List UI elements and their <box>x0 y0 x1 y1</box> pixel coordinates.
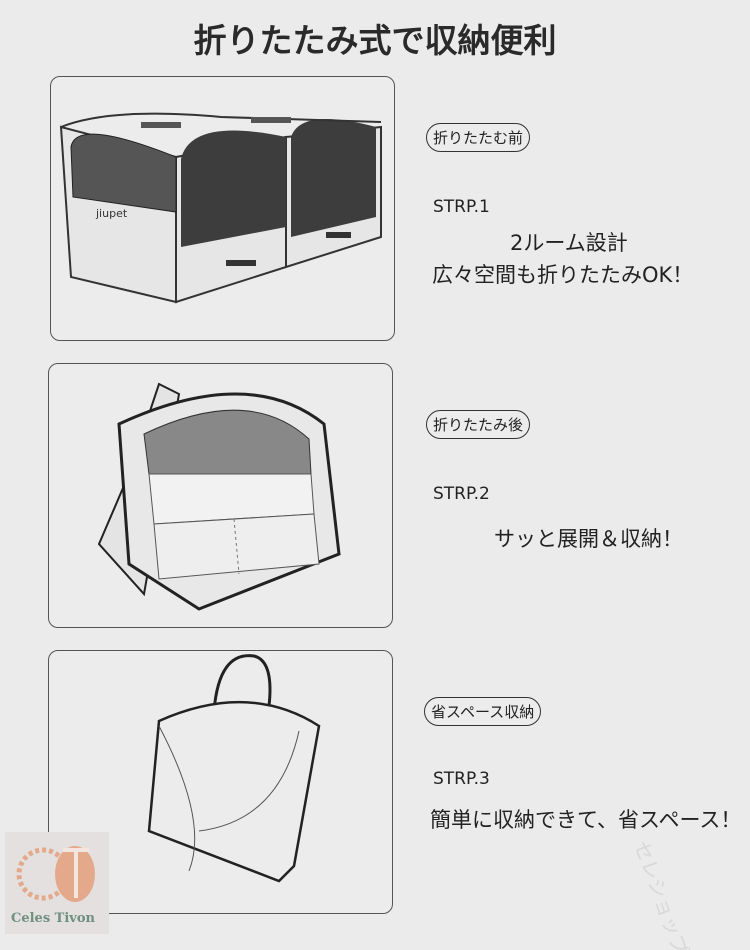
badge-after-folding: 折りたたみ後 <box>426 410 531 439</box>
step-label: STRP.3 <box>433 769 490 789</box>
badge-before-folding: 折りたたむ前 <box>426 123 531 152</box>
watermark: セレショップ <box>629 837 693 950</box>
brand-label: jiupet <box>95 207 128 220</box>
two-room-carrier-illustration: jiupet <box>59 112 382 304</box>
step-description: 2ルーム設計 <box>510 231 628 255</box>
logo-text: Celes Tivon <box>11 911 95 926</box>
folded-carrier-image <box>48 363 393 628</box>
step-description: サッと展開＆収納！ <box>494 527 683 551</box>
step-description: 広々空間も折りたたみOK！ <box>432 263 694 287</box>
unfolded-carrier-image: jiupet <box>50 76 395 341</box>
folded-carrier-illustration <box>97 382 341 611</box>
logo-mark-icon <box>16 846 95 902</box>
storage-bag-illustration <box>147 654 321 883</box>
brand-logo: Celes Tivon <box>5 832 109 934</box>
badge-space-saving: 省スペース収納 <box>424 697 542 726</box>
step-description: 簡単に収納できて、省スペース！ <box>430 808 742 832</box>
step-label: STRP.1 <box>433 197 490 217</box>
page-title: 折りたたみ式で収納便利 <box>193 21 557 60</box>
step-label: STRP.2 <box>433 484 490 504</box>
